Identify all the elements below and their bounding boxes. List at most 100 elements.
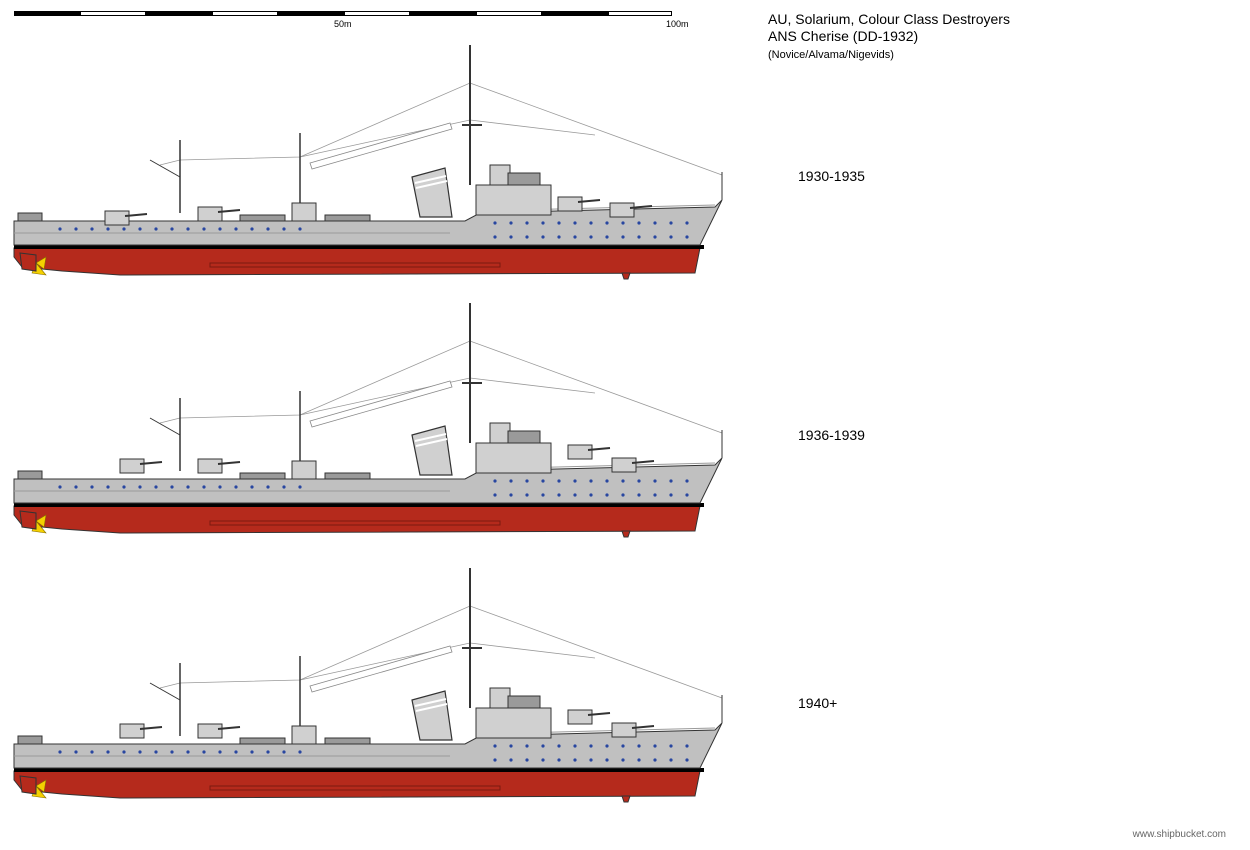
- porthole: [621, 479, 625, 483]
- ship-profile-1930: [0, 35, 740, 295]
- porthole: [653, 479, 657, 483]
- porthole: [573, 744, 577, 748]
- funnel: [411, 167, 453, 218]
- sonar-dome: [621, 272, 631, 280]
- gun-mount: [611, 722, 637, 738]
- porthole: [669, 479, 673, 483]
- scale-end-label: 100m: [666, 19, 689, 29]
- porthole: [234, 227, 238, 231]
- gun-barrel: [139, 726, 163, 730]
- gun-barrel: [217, 726, 241, 730]
- porthole: [234, 750, 238, 754]
- porthole: [74, 227, 78, 231]
- searchlight-platform: [291, 725, 317, 745]
- porthole: [653, 235, 657, 239]
- rudder: [19, 252, 37, 272]
- porthole: [653, 493, 657, 497]
- porthole: [669, 493, 673, 497]
- porthole: [250, 750, 254, 754]
- gun-mount: [197, 458, 223, 474]
- porthole: [493, 221, 497, 225]
- porthole: [653, 221, 657, 225]
- gun-barrel: [587, 447, 611, 451]
- porthole: [509, 221, 513, 225]
- porthole: [282, 227, 286, 231]
- torpedo-tubes: [239, 214, 286, 222]
- funnel-band: [414, 698, 447, 707]
- porthole: [58, 485, 62, 489]
- rudder: [19, 775, 37, 795]
- lower-hull: [13, 505, 701, 534]
- porthole: [282, 750, 286, 754]
- rangefinder: [507, 695, 541, 709]
- boat-davit: [149, 159, 181, 178]
- porthole: [74, 485, 78, 489]
- porthole: [621, 744, 625, 748]
- porthole: [154, 227, 158, 231]
- porthole: [557, 479, 561, 483]
- boot-topping: [14, 503, 704, 507]
- porthole: [637, 493, 641, 497]
- torpedo-tubes: [239, 472, 286, 480]
- porthole: [170, 485, 174, 489]
- porthole: [573, 235, 577, 239]
- porthole: [122, 227, 126, 231]
- scale-bar-segment: [344, 11, 410, 16]
- porthole: [170, 227, 174, 231]
- ship-drawing: [13, 568, 723, 803]
- porthole: [509, 235, 513, 239]
- porthole: [525, 479, 529, 483]
- porthole: [202, 227, 206, 231]
- porthole: [122, 750, 126, 754]
- funnel-band: [415, 180, 448, 189]
- porthole: [218, 227, 222, 231]
- porthole: [509, 479, 513, 483]
- watermark: www.shipbucket.com: [1132, 829, 1226, 840]
- ship-drawing: [13, 303, 723, 538]
- gun-mount: [119, 723, 145, 739]
- gun-barrel: [577, 199, 601, 203]
- funnel-band: [414, 175, 447, 184]
- porthole: [90, 227, 94, 231]
- porthole: [541, 758, 545, 762]
- porthole: [637, 479, 641, 483]
- lower-hull: [13, 770, 701, 799]
- gun-barrel: [217, 461, 241, 465]
- gun-barrel: [587, 712, 611, 716]
- bridge-top: [489, 164, 511, 186]
- porthole: [250, 485, 254, 489]
- gun-barrel: [631, 460, 655, 464]
- searchlight-platform: [291, 460, 317, 480]
- torpedo-tubes: [324, 214, 371, 222]
- porthole: [218, 485, 222, 489]
- porthole: [653, 744, 657, 748]
- porthole: [266, 227, 270, 231]
- porthole: [202, 750, 206, 754]
- funnel-band: [415, 703, 448, 712]
- depth-charge-rack: [17, 735, 43, 745]
- porthole: [138, 227, 142, 231]
- porthole: [573, 758, 577, 762]
- porthole: [138, 485, 142, 489]
- porthole: [58, 750, 62, 754]
- porthole: [493, 235, 497, 239]
- porthole: [669, 744, 673, 748]
- funnel-band: [414, 433, 447, 442]
- porthole: [298, 750, 302, 754]
- porthole: [58, 227, 62, 231]
- gun-barrel: [139, 461, 163, 465]
- porthole: [605, 493, 609, 497]
- porthole: [509, 758, 513, 762]
- porthole: [621, 758, 625, 762]
- rangefinder: [507, 172, 541, 186]
- funnel: [411, 690, 453, 741]
- gun-barrel: [124, 213, 148, 217]
- depth-charge-rack: [17, 470, 43, 480]
- porthole: [589, 235, 593, 239]
- porthole: [605, 758, 609, 762]
- depth-charge-rack: [17, 212, 43, 222]
- boot-topping: [14, 768, 704, 772]
- gun-mount: [609, 202, 635, 218]
- porthole: [202, 485, 206, 489]
- bridge: [475, 442, 552, 474]
